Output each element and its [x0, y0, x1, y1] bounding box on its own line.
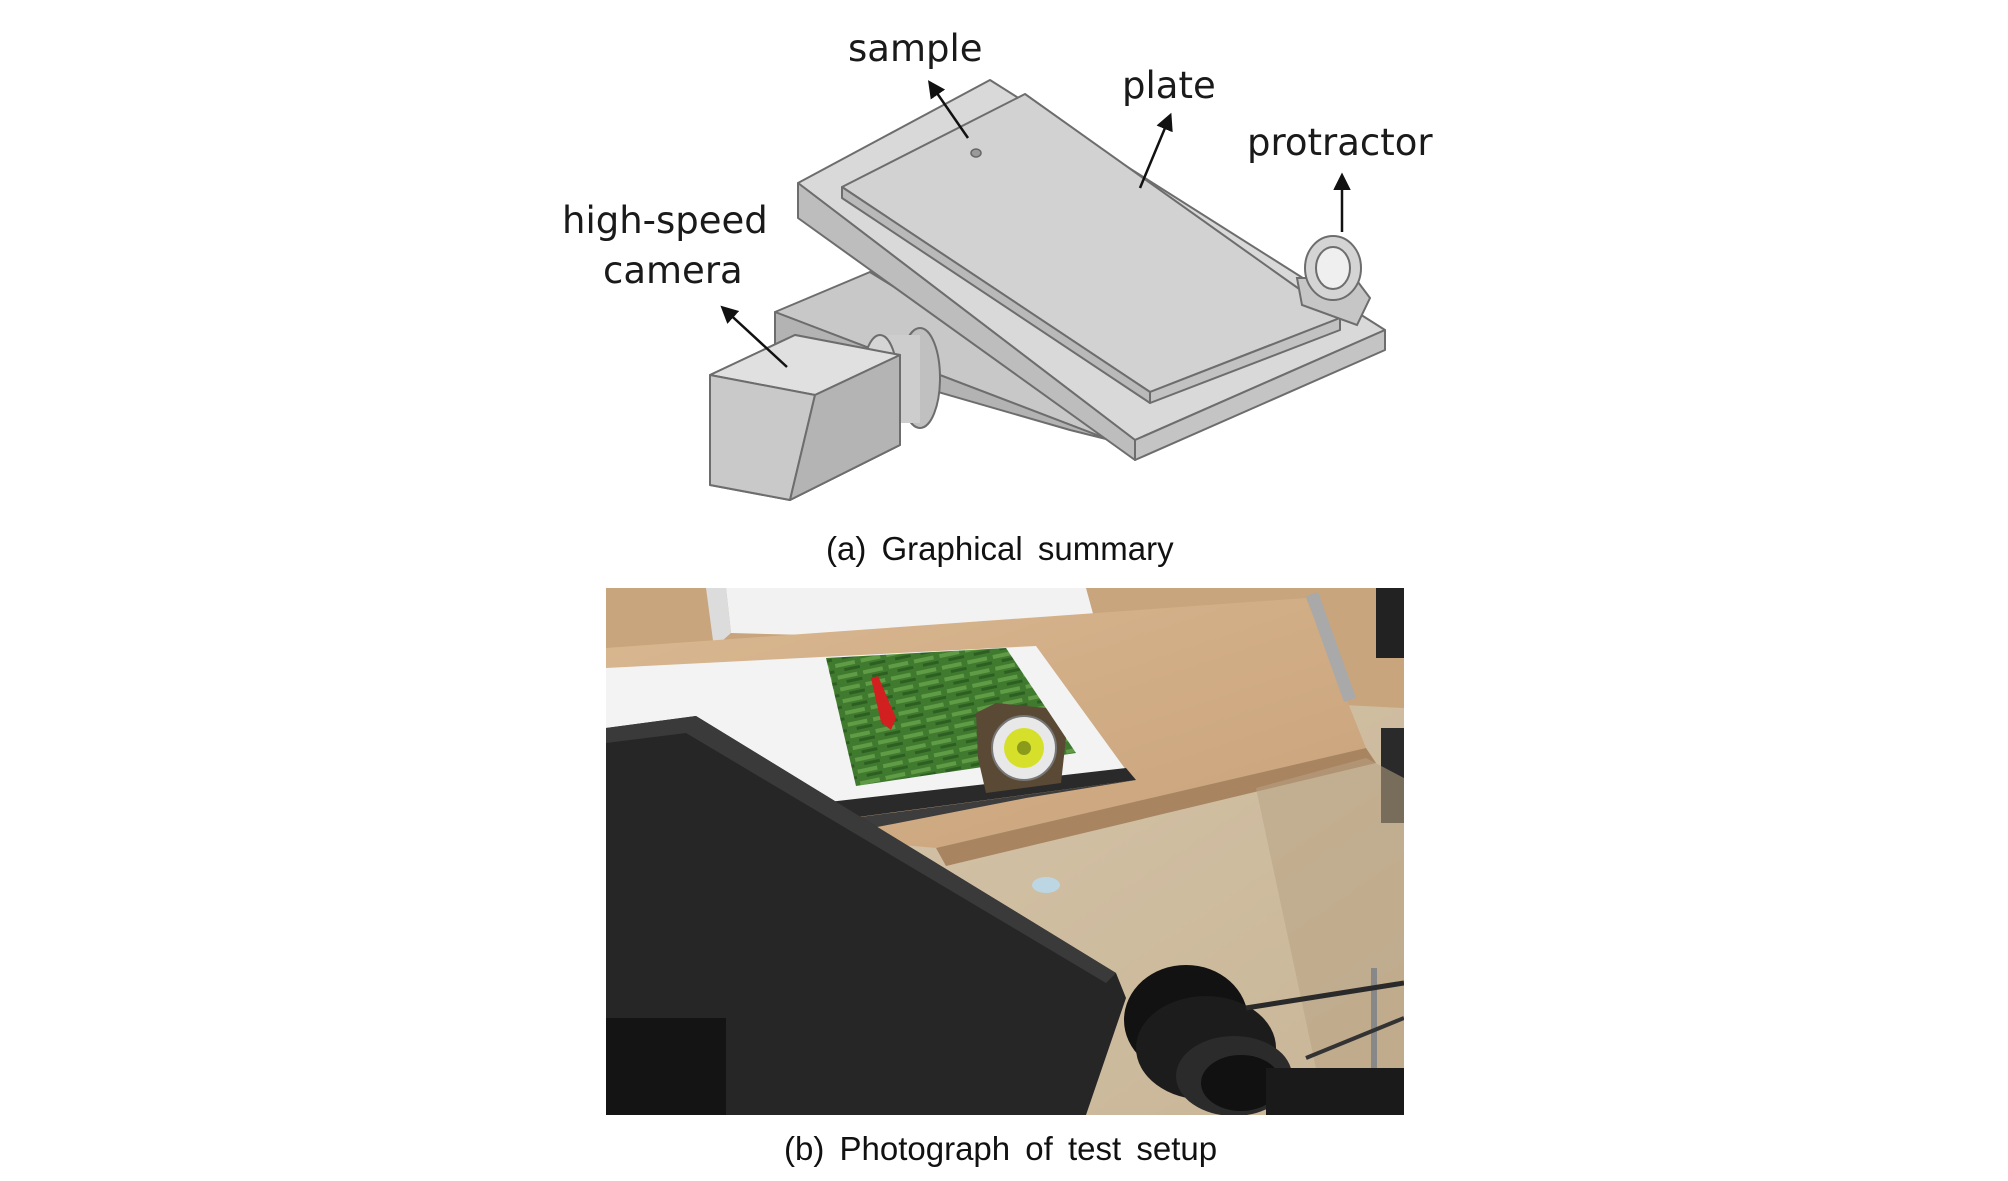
- schematic-diagram: [709, 79, 1386, 501]
- sample-arrow: [928, 80, 970, 139]
- camera-arrow: [720, 305, 788, 368]
- test-setup-photo: [606, 588, 1404, 1115]
- label-protractor: protractor: [1247, 121, 1433, 164]
- protractor-icon: [1295, 235, 1372, 327]
- caption-a: (a) Graphical summary: [826, 530, 1174, 567]
- plate-arrow: [1138, 112, 1173, 189]
- label-sample: sample: [848, 27, 983, 70]
- camera-icon: [709, 327, 941, 501]
- label-plate: plate: [1122, 64, 1216, 107]
- photo-illustration: [606, 588, 1404, 1115]
- label-camera-line2: camera: [603, 249, 743, 292]
- caption-b: (b) Photograph of test setup: [784, 1130, 1218, 1167]
- label-camera-line1: high-speed: [562, 199, 768, 242]
- sample-dot: [970, 148, 982, 158]
